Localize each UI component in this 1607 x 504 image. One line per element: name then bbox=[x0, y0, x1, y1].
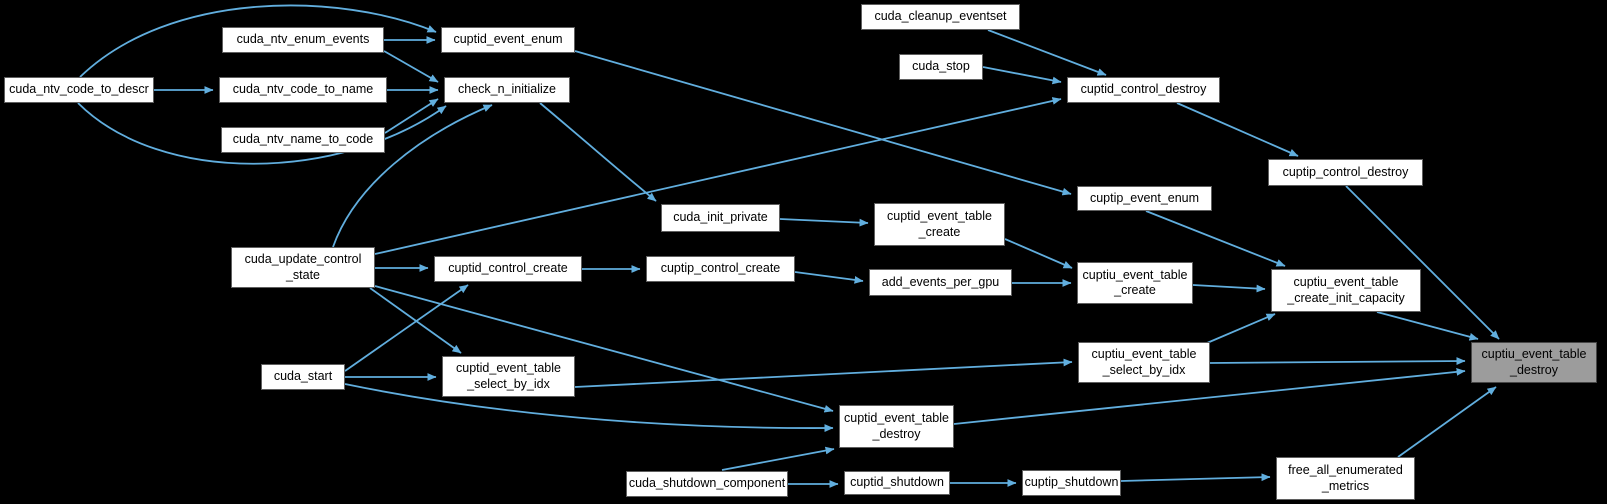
edge-cuptid_event_table_select_by_idx-to-cuptiu_event_table_select_by_idx bbox=[574, 358, 1073, 388]
node-cuda_update_control_state[interactable]: cuda_update_control _state bbox=[231, 247, 375, 288]
node-cuda_ntv_name_to_code[interactable]: cuda_ntv_name_to_code bbox=[221, 127, 385, 153]
edge-cuda_update_control_state-to-cuptid_event_table_destroy bbox=[374, 285, 834, 413]
edge-cuptiu_event_table_create_init_capacity-to-cuptiu_event_table_destroy bbox=[1376, 311, 1479, 341]
node-cuptip_event_enum[interactable]: cuptip_event_enum bbox=[1077, 186, 1212, 211]
edge-cuda_shutdown_component-to-cuptid_event_table_destroy bbox=[721, 446, 835, 471]
node-cuptid_control_create[interactable]: cuptid_control_create bbox=[434, 256, 582, 282]
edge-cuptiu_event_table_select_by_idx-to-cuptiu_event_table_destroy bbox=[1209, 357, 1466, 365]
edge-cuda_init_private-to-cuptid_event_table_create bbox=[779, 218, 869, 227]
node-cuptid_event_table_create[interactable]: cuptid_event_table _create bbox=[874, 203, 1005, 246]
edge-cuda_cleanup_eventset-to-cuptid_control_destroy bbox=[987, 29, 1107, 76]
node-check_n_initialize[interactable]: check_n_initialize bbox=[444, 77, 570, 103]
node-cuptip_control_destroy[interactable]: cuptip_control_destroy bbox=[1268, 159, 1423, 186]
node-cuda_ntv_code_to_descr[interactable]: cuda_ntv_code_to_descr bbox=[4, 77, 154, 103]
node-add_events_per_gpu[interactable]: add_events_per_gpu bbox=[869, 269, 1012, 296]
node-cuptid_event_enum[interactable]: cuptid_event_enum bbox=[441, 27, 575, 53]
node-cuda_ntv_code_to_name[interactable]: cuda_ntv_code_to_name bbox=[219, 77, 387, 103]
edge-cuptip_control_create-to-add_events_per_gpu bbox=[794, 271, 864, 284]
node-cuptid_shutdown[interactable]: cuptid_shutdown bbox=[844, 471, 950, 495]
node-cuptid_control_destroy[interactable]: cuptid_control_destroy bbox=[1067, 77, 1220, 103]
edge-check_n_initialize-to-cuda_init_private bbox=[539, 102, 657, 202]
node-cuptiu_event_table_select_by_idx[interactable]: cuptiu_event_table _select_by_idx bbox=[1078, 342, 1210, 383]
edge-cuptid_event_table_destroy-to-cuptiu_event_table_destroy bbox=[953, 367, 1466, 425]
edge-cuda_ntv_enum_events-to-check_n_initialize bbox=[383, 50, 439, 83]
node-cuptid_event_table_destroy[interactable]: cuptid_event_table _destroy bbox=[839, 405, 954, 448]
edge-cuptip_shutdown-to-free_all_enumerated_metrics bbox=[1120, 473, 1271, 482]
edge-cuda_update_control_state-to-check_n_initialize bbox=[332, 104, 493, 248]
edge-cuptid_event_enum-to-cuptip_event_enum bbox=[574, 50, 1072, 196]
edge-free_all_enumerated_metrics-to-cuptiu_event_table_destroy bbox=[1397, 386, 1497, 458]
node-cuda_shutdown_component[interactable]: cuda_shutdown_component bbox=[626, 471, 788, 497]
node-cuda_stop[interactable]: cuda_stop bbox=[899, 54, 983, 80]
node-cuptiu_event_table_create_init_capacity[interactable]: cuptiu_event_table _create_init_capacity bbox=[1271, 269, 1421, 312]
node-cuda_ntv_enum_events[interactable]: cuda_ntv_enum_events bbox=[222, 27, 384, 53]
node-cuptip_shutdown[interactable]: cuptip_shutdown bbox=[1022, 470, 1121, 496]
edge-cuda_start-to-cuptid_event_table_destroy bbox=[344, 383, 834, 432]
edge-cuptid_control_destroy-to-cuptip_control_destroy bbox=[1176, 102, 1299, 157]
node-cuptid_event_table_select_by_idx[interactable]: cuptid_event_table _select_by_idx bbox=[442, 356, 575, 397]
edge-group bbox=[77, 4, 1500, 488]
edge-cuda_ntv_code_to_descr-to-check_n_initialize bbox=[77, 102, 447, 165]
edge-cuda_stop-to-cuptid_control_destroy bbox=[982, 66, 1062, 85]
node-cuptiu_event_table_destroy: cuptiu_event_table _destroy bbox=[1471, 342, 1597, 383]
edge-cuptid_event_table_create-to-cuptiu_event_table_create bbox=[1004, 238, 1073, 269]
edge-cuptiu_event_table_create-to-cuptiu_event_table_create_init_capacity bbox=[1192, 284, 1266, 293]
node-cuda_init_private[interactable]: cuda_init_private bbox=[661, 204, 780, 232]
edge-cuda_update_control_state-to-cuptid_event_table_select_by_idx bbox=[369, 287, 462, 354]
node-cuptip_control_create[interactable]: cuptip_control_create bbox=[646, 256, 795, 282]
edge-cuda_ntv_code_to_descr-to-cuptid_event_enum bbox=[79, 4, 437, 78]
node-cuptiu_event_table_create[interactable]: cuptiu_event_table _create bbox=[1077, 262, 1193, 304]
node-cuda_start[interactable]: cuda_start bbox=[261, 364, 345, 390]
node-cuda_cleanup_eventset[interactable]: cuda_cleanup_eventset bbox=[861, 4, 1020, 30]
edge-cuptiu_event_table_select_by_idx-to-cuptiu_event_table_create_init_capacity bbox=[1206, 313, 1276, 344]
edge-cuptip_control_destroy-to-cuptiu_event_table_destroy bbox=[1345, 185, 1500, 340]
edge-cuda_update_control_state-to-cuptid_control_destroy bbox=[374, 97, 1062, 255]
edge-cuda_start-to-cuptid_control_create bbox=[344, 284, 469, 372]
node-free_all_enumerated_metrics[interactable]: free_all_enumerated _metrics bbox=[1276, 457, 1415, 500]
edge-cuptip_event_enum-to-cuptiu_event_table_create_init_capacity bbox=[1145, 210, 1286, 267]
edge-cuda_ntv_name_to_code-to-check_n_initialize bbox=[384, 98, 439, 134]
